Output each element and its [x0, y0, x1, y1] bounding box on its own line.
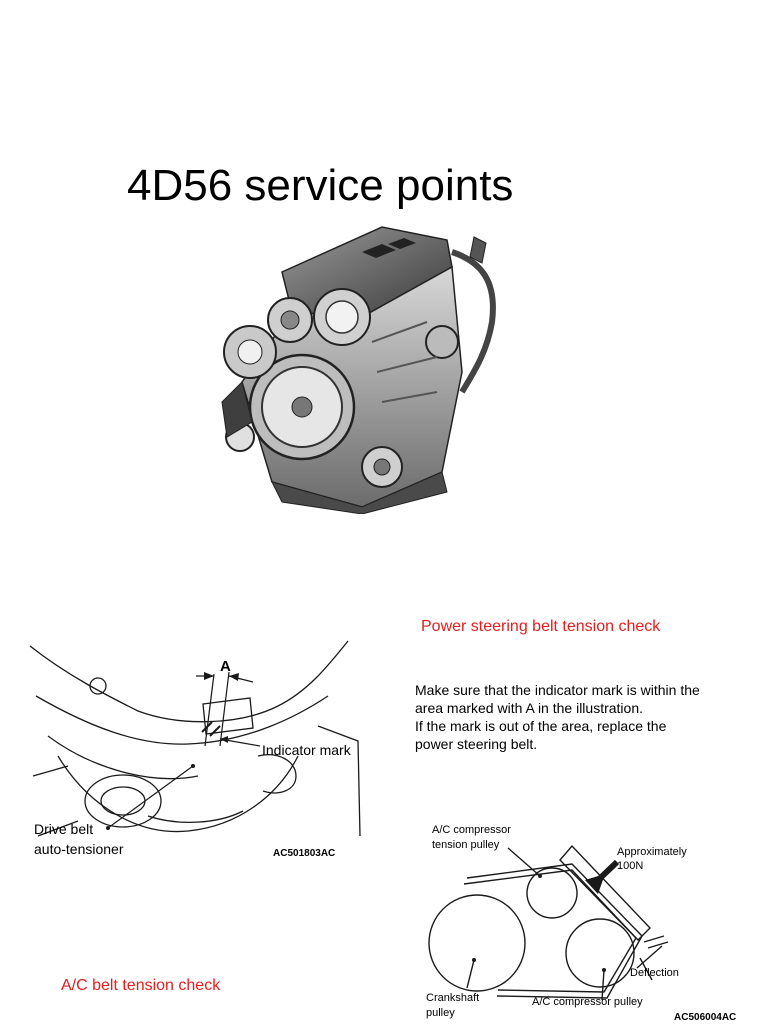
dimension-a-label: A	[220, 658, 231, 675]
ac-belt-line-art	[428, 844, 669, 1001]
instruction-line: area marked with A in the illustration.	[415, 700, 644, 716]
power-steering-heading: Power steering belt tension check	[421, 618, 661, 635]
crankshaft-pulley-label-1: Crankshaft	[426, 992, 480, 1004]
instruction-line: If the mark is out of the area, replace …	[415, 718, 667, 734]
drive-belt-label: Drive belt	[34, 821, 94, 837]
engine-illustration	[221, 226, 496, 514]
auto-tensioner-label: auto-tensioner	[34, 841, 124, 857]
force-label-2: 100N	[617, 860, 644, 872]
instruction-line: power steering belt.	[415, 736, 538, 752]
deflection-label: Deflection	[630, 967, 679, 979]
tension-pulley-label-2: tension pulley	[432, 839, 500, 851]
force-label-1: Approximately	[617, 846, 687, 858]
instruction-line: Make sure that the indicator mark is wit…	[415, 682, 700, 698]
ac-belt-heading: A/C belt tension check	[61, 977, 221, 994]
indicator-mark-label: Indicator mark	[262, 742, 351, 758]
ac-compressor-pulley-label: A/C compressor pulley	[532, 996, 643, 1008]
crankshaft-pulley-label-2: pulley	[426, 1007, 455, 1019]
ac-belt-figure: A/C compressor tension pulley Approximat…	[412, 818, 762, 1024]
instructions-text: Make sure that the indicator mark is wit…	[415, 681, 745, 753]
page-title: 4D56 service points	[127, 161, 514, 210]
figure-code: AC501803AC	[273, 848, 336, 859]
figure-code: AC506004AC	[674, 1012, 737, 1023]
tensioner-figure: A Indicator mark Drive belt auto-tension…	[28, 636, 368, 866]
tension-pulley-label-1: A/C compressor	[432, 824, 511, 836]
tensioner-line-art	[29, 640, 361, 837]
